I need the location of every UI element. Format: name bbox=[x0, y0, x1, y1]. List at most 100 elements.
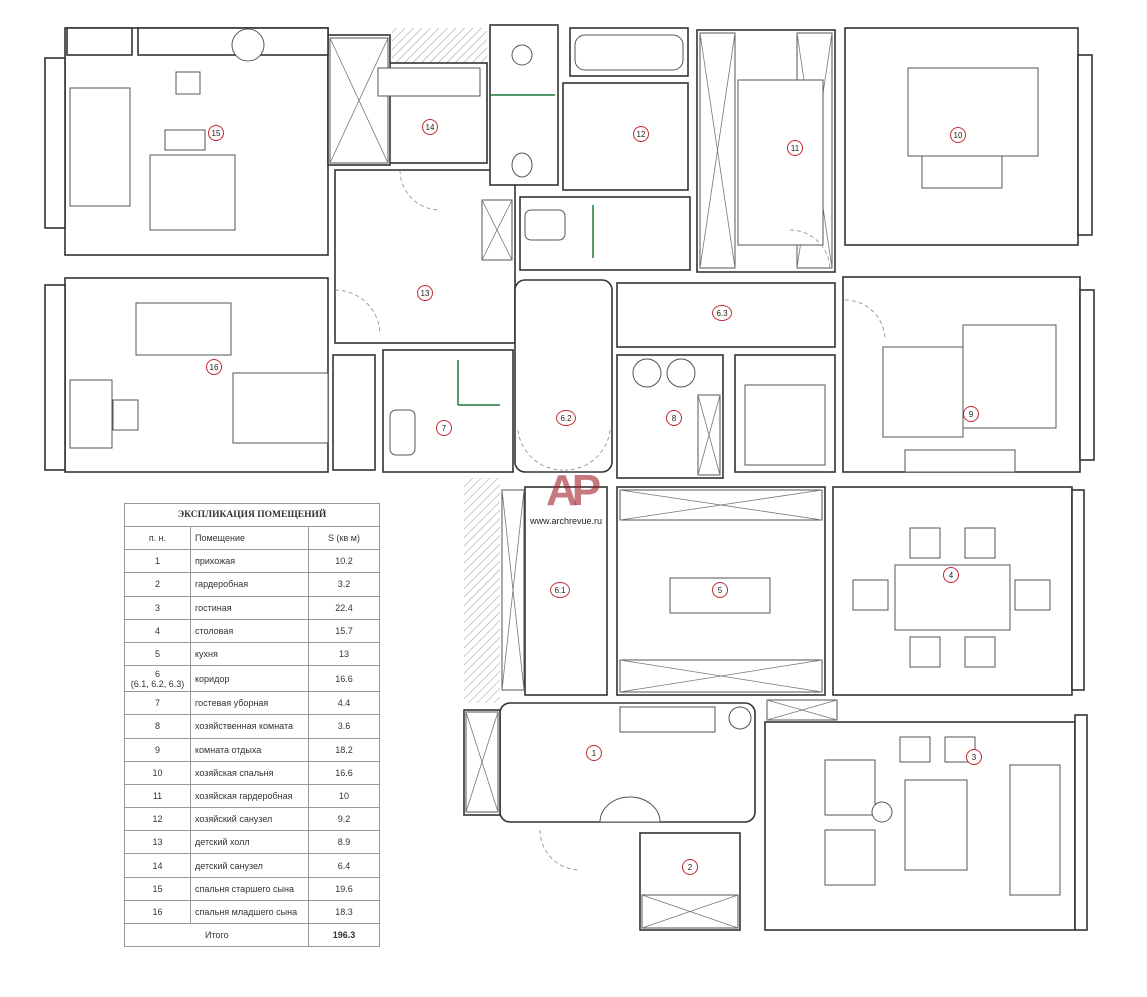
room-label-9: 9 bbox=[963, 406, 979, 422]
legend-row: 7 гостевая уборная 4.4 bbox=[124, 691, 380, 716]
legend-row-num-cell: 14 bbox=[124, 853, 191, 878]
legend-row-num-cell: 1 bbox=[124, 549, 191, 574]
legend-row-area: 6.4 bbox=[308, 853, 380, 878]
legend-row-num: 10 bbox=[152, 767, 163, 778]
legend-row-num-cell: 8 bbox=[124, 714, 191, 739]
legend-row-num: 13 bbox=[152, 837, 163, 848]
legend-row-num-cell: 6(6.1, 6.2, 6.3) bbox=[124, 665, 191, 693]
legend-row-num-cell: 10 bbox=[124, 760, 191, 785]
legend-row: 6(6.1, 6.2, 6.3) коридор 16.6 bbox=[124, 665, 380, 693]
legend-row-area: 3.6 bbox=[308, 714, 380, 739]
legend-row: 9 комната отдыха 18.2 bbox=[124, 737, 380, 762]
legend-row-num: 11 bbox=[152, 790, 163, 801]
room-label-1: 1 bbox=[586, 745, 602, 761]
legend-row-num: 1 bbox=[154, 556, 160, 567]
room-legend-table: ЭКСПЛИКАЦИЯ ПОМЕЩЕНИЙ п. н. Помещение S … bbox=[124, 503, 380, 948]
legend-row-num: 5 bbox=[154, 649, 160, 660]
legend-row-num: 14 bbox=[152, 860, 163, 871]
legend-header-room: Помещение bbox=[190, 525, 309, 551]
legend-title: ЭКСПЛИКАЦИЯ ПОМЕЩЕНИЙ bbox=[124, 503, 380, 527]
legend-row-num-cell: 2 bbox=[124, 572, 191, 597]
legend-row: 10 хозяйская спальня 16.6 bbox=[124, 760, 380, 785]
legend-row: 11 хозяйская гардеробная 10 bbox=[124, 783, 380, 809]
exterior-hatch bbox=[392, 28, 487, 63]
legend-row-name: гостиная bbox=[190, 595, 309, 620]
legend-row-num: 12 bbox=[152, 814, 163, 825]
door-swings bbox=[334, 169, 886, 871]
furniture bbox=[69, 28, 1061, 896]
exterior-hatch bbox=[464, 478, 500, 703]
legend-row-name: комната отдыха bbox=[190, 737, 309, 762]
room-label-13: 13 bbox=[417, 285, 433, 301]
legend-row-name: хозяйская спальня bbox=[190, 760, 309, 785]
room-label-6-2: 6.2 bbox=[556, 410, 576, 426]
legend-row: 3 гостиная 22.4 bbox=[124, 595, 380, 620]
legend-row-area: 3.2 bbox=[308, 572, 380, 597]
legend-row-area: 15.7 bbox=[308, 618, 380, 643]
legend-row-area: 4.4 bbox=[308, 691, 380, 716]
room-label-8: 8 bbox=[666, 410, 682, 426]
legend-row-name: спальня младшего сына bbox=[190, 899, 309, 925]
legend-row-name: спальня старшего сына bbox=[190, 876, 309, 901]
legend-row-area: 10 bbox=[308, 783, 380, 809]
room-label-16: 16 bbox=[206, 359, 222, 375]
legend-row-num: 7 bbox=[154, 698, 160, 709]
legend-row-num-cell: 4 bbox=[124, 618, 191, 643]
legend-row: 14 детский санузел 6.4 bbox=[124, 853, 380, 878]
legend-row: 16 спальня младшего сына 18.3 bbox=[124, 899, 380, 925]
legend-row-name: кухня bbox=[190, 641, 309, 667]
room-label-12: 12 bbox=[633, 126, 649, 142]
legend-row-area: 9.2 bbox=[308, 807, 380, 832]
room-label-6-1: 6.1 bbox=[550, 582, 570, 598]
legend-row-num-cell: 15 bbox=[124, 876, 191, 901]
legend-row-area: 22.4 bbox=[308, 595, 380, 620]
legend-row: 2 гардеробная 3.2 bbox=[124, 572, 380, 597]
legend-row-name: коридор bbox=[190, 665, 309, 693]
legend-row-name: хозяйский санузел bbox=[190, 807, 309, 832]
legend-row-num-cell: 9 bbox=[124, 737, 191, 762]
legend-row: 12 хозяйский санузел 9.2 bbox=[124, 807, 380, 832]
legend-row-area: 10.2 bbox=[308, 549, 380, 574]
room-label-7: 7 bbox=[436, 420, 452, 436]
legend-row-area: 19.6 bbox=[308, 876, 380, 901]
room-label-15: 15 bbox=[208, 125, 224, 141]
legend-row-area: 8.9 bbox=[308, 830, 380, 855]
legend-row-num-cell: 13 bbox=[124, 830, 191, 855]
legend-row-num-cell: 7 bbox=[124, 691, 191, 716]
legend-total-label: Итого bbox=[124, 922, 309, 948]
legend-row-name: хозяйственная комната bbox=[190, 714, 309, 739]
legend-row: 8 хозяйственная комната 3.6 bbox=[124, 714, 380, 739]
legend-header-num: п. н. bbox=[124, 525, 191, 551]
legend-row: 1 прихожая 10.2 bbox=[124, 549, 380, 574]
legend-row-num: 16 bbox=[152, 906, 163, 917]
room-label-3: 3 bbox=[966, 749, 982, 765]
legend-row-num: 8 bbox=[154, 721, 160, 732]
room-label-4: 4 bbox=[943, 567, 959, 583]
legend-row-num: 6 bbox=[154, 668, 160, 679]
legend-row-num-cell: 5 bbox=[124, 641, 191, 667]
legend-row-name: прихожая bbox=[190, 549, 309, 574]
room-label-14: 14 bbox=[422, 119, 438, 135]
legend-row-area: 16.6 bbox=[308, 760, 380, 785]
legend-row-name: детский санузел bbox=[190, 853, 309, 878]
legend-row-name: хозяйская гардеробная bbox=[190, 783, 309, 809]
legend-total-area: 196.3 bbox=[308, 922, 380, 948]
legend-row-num: 4 bbox=[154, 625, 160, 636]
legend-row-num-cell: 11 bbox=[124, 783, 191, 809]
watermark-logo: AP bbox=[546, 466, 601, 515]
legend-row-name: детский холл bbox=[190, 830, 309, 855]
legend-row-area: 18.3 bbox=[308, 899, 380, 925]
legend-row-name: гостевая уборная bbox=[190, 691, 309, 716]
wardrobes bbox=[329, 32, 838, 929]
legend-header-area: S (кв м) bbox=[308, 525, 380, 551]
legend-row: 4 столовая 15.7 bbox=[124, 618, 380, 643]
legend-row-sub: (6.1, 6.2, 6.3) bbox=[130, 678, 185, 689]
legend-row-name: столовая bbox=[190, 618, 309, 643]
room-label-10: 10 bbox=[950, 127, 966, 143]
room-label-5: 5 bbox=[712, 582, 728, 598]
legend-row-num-cell: 3 bbox=[124, 595, 191, 620]
legend-row: 15 спальня старшего сына 19.6 bbox=[124, 876, 380, 901]
room-label-11: 11 bbox=[787, 140, 803, 156]
legend-row-num: 9 bbox=[154, 744, 160, 755]
